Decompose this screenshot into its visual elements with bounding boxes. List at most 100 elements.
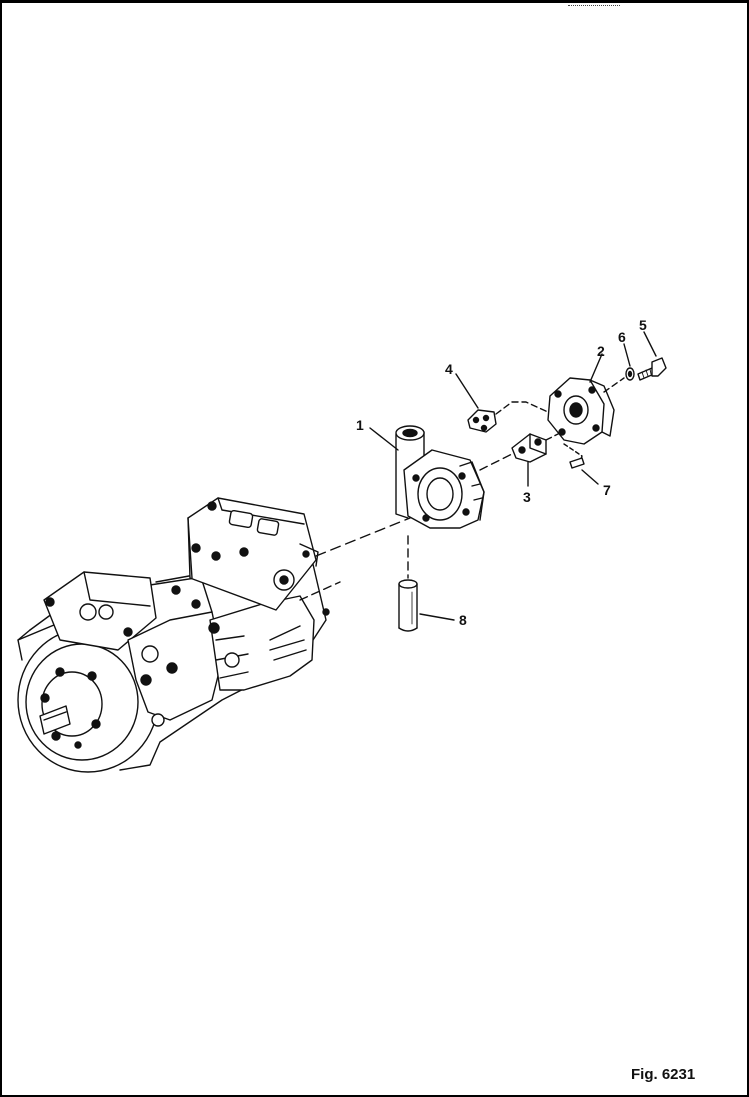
cover-dowel-line — [563, 443, 583, 463]
callout-2: 2 — [597, 343, 605, 359]
pump-rear-section — [209, 595, 315, 691]
cover-bolt-hole — [592, 424, 600, 432]
part-2-cover-plate — [547, 377, 615, 463]
valve-block-port — [518, 446, 526, 454]
shaft-spline — [43, 711, 67, 721]
leader-line-5 — [643, 331, 657, 357]
pin — [482, 414, 490, 422]
valve-block-port — [534, 438, 542, 446]
leader-line-6 — [623, 343, 631, 367]
callout-6: 6 — [618, 329, 626, 345]
housing-side-face — [459, 461, 485, 521]
housing-tube-left — [395, 433, 409, 519]
leader-line-7 — [581, 469, 599, 485]
flange-bolt — [91, 719, 101, 729]
regulator-plug — [98, 604, 114, 620]
part-5-bolt — [637, 357, 667, 381]
housing-bolt — [166, 662, 178, 674]
valve-side-port-core — [279, 575, 289, 585]
valve-centerline — [479, 451, 517, 471]
regulator-bolt — [123, 627, 133, 637]
flange-bolt — [40, 693, 50, 703]
valve-bolt — [302, 550, 310, 558]
frame-border-right — [747, 0, 749, 1097]
valve-bolt — [322, 608, 330, 616]
part-7-dowel-pin — [569, 457, 585, 469]
valve-block-body — [511, 433, 547, 463]
callout-1: 1 — [356, 417, 364, 433]
control-valve-edges — [187, 497, 305, 579]
sleeve-bottom — [398, 627, 418, 632]
washer-hole — [627, 370, 633, 378]
valve-plug — [256, 518, 280, 536]
assembly-centerline-lower — [299, 581, 341, 601]
housing-bolt-hole — [458, 472, 466, 480]
part-3-valve-block — [479, 431, 563, 471]
housing-bolt-hole — [422, 514, 430, 522]
bolt-thread — [641, 368, 652, 379]
regulator-edge — [83, 571, 151, 607]
flange-bolt — [87, 671, 97, 681]
valve-bolt — [191, 543, 201, 553]
rear-port — [224, 652, 240, 668]
cover-bolt-hole — [554, 390, 562, 398]
callout-3: 3 — [523, 489, 531, 505]
leader-line-4 — [455, 373, 479, 409]
cover-plate-edge — [589, 379, 615, 437]
callout-8: 8 — [459, 612, 467, 628]
valve-bolt — [207, 501, 217, 511]
rear-section-fins — [269, 625, 307, 661]
assembly-centerline — [315, 517, 411, 557]
leader-line-2 — [589, 353, 603, 383]
housing-bolt-hole — [412, 474, 420, 482]
cover-bolt-hole — [588, 386, 596, 394]
header-tab — [568, 0, 620, 6]
pin-set-body — [467, 409, 497, 433]
regulator-plug — [79, 603, 97, 621]
pin — [472, 416, 480, 424]
callout-4: 4 — [445, 361, 453, 377]
flange-bolt — [51, 731, 61, 741]
housing-tube-bore — [402, 428, 418, 438]
housing-bolt — [171, 585, 181, 595]
housing-bolt — [140, 674, 152, 686]
leader-line-1 — [369, 427, 399, 451]
pin-set-centerline — [495, 401, 549, 415]
washer-centerline — [603, 377, 625, 393]
valve-bolt — [211, 551, 221, 561]
valve-block-edge — [529, 433, 547, 455]
bolt-head — [651, 357, 667, 377]
sleeve-sides — [398, 583, 418, 629]
part-1-housing — [395, 425, 485, 529]
callout-5: 5 — [639, 317, 647, 333]
housing-bore-inner — [426, 477, 454, 511]
valve-side-tab — [299, 543, 319, 567]
housing-bolt-hole — [462, 508, 470, 516]
regulator-bolt — [45, 597, 55, 607]
frame-border-bottom — [0, 1095, 749, 1097]
part-6-washer — [603, 367, 635, 393]
housing-side-detail — [471, 483, 483, 501]
rear-bolt — [208, 622, 220, 634]
housing-bore-outer — [417, 467, 463, 521]
housing-port — [141, 645, 159, 663]
dowel-pin — [569, 457, 585, 469]
cover-plate-core — [569, 402, 583, 418]
housing-bolt — [191, 599, 201, 609]
housing-port — [151, 713, 165, 727]
callout-7: 7 — [603, 482, 611, 498]
valve-plug — [228, 509, 254, 529]
main-pump-assembly — [17, 497, 330, 773]
frame-border-top — [0, 0, 749, 3]
sleeve-top — [398, 579, 418, 589]
part-8-sleeve — [398, 535, 418, 632]
leader-line-8 — [419, 613, 455, 621]
pin — [480, 424, 488, 432]
cover-bolt-hole — [558, 428, 566, 436]
part-4-pin-set — [467, 401, 549, 433]
flange-bolt — [74, 741, 82, 749]
frame-border-left — [0, 0, 2, 1097]
pump-body-corner — [17, 629, 31, 661]
